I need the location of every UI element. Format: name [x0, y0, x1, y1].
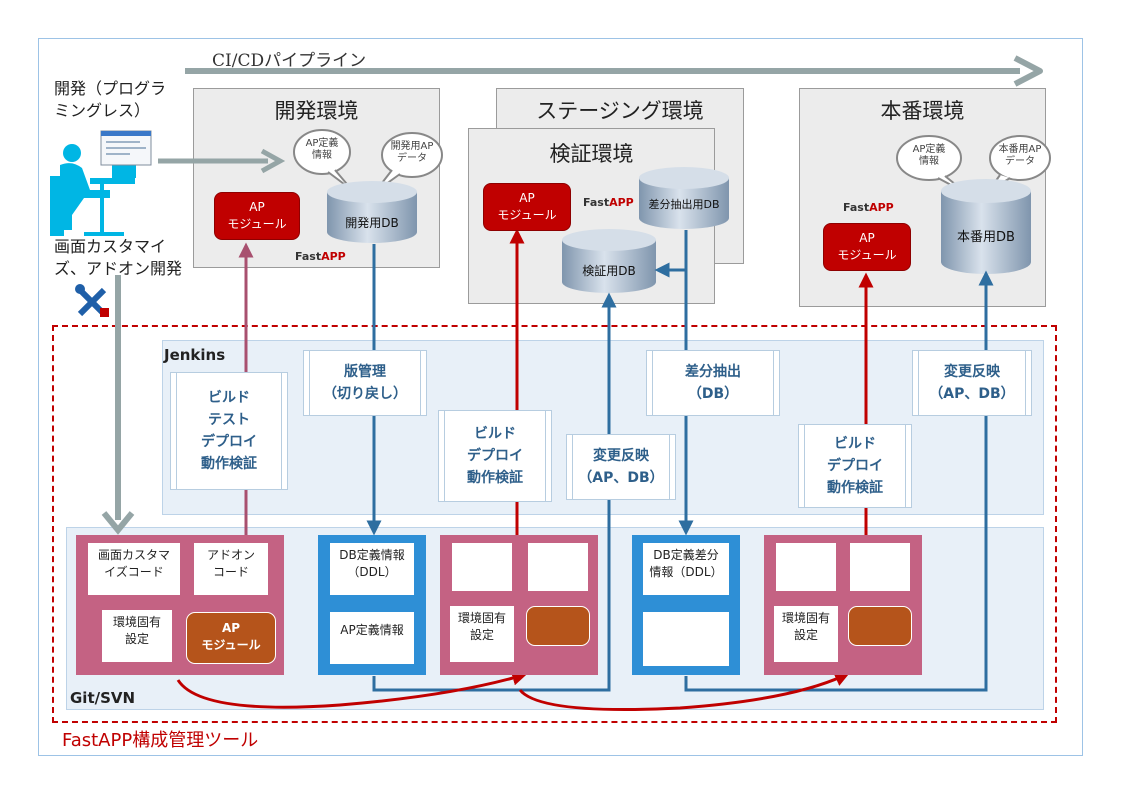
jenkins-step-dev-build: ビルドテストデプロイ動作検証 [170, 372, 288, 490]
developer-top-label: 開発（プログラ ミングレス） [54, 79, 167, 120]
verify-db-label: 検証用DB [582, 264, 636, 278]
env-config-doc-1: 環境固有設定 [102, 610, 172, 662]
dev-db-label: 開発用DB [345, 216, 399, 230]
ap-definition-doc: AP定義情報 [330, 612, 414, 664]
db-definition-doc: DB定義情報（DDL） [330, 543, 414, 595]
dev-bubble-ap-def-text: AP定義情報 [305, 138, 339, 161]
promote-to-prod-curve [518, 672, 850, 712]
verify-environment-title: 検証環境 [549, 142, 634, 166]
git-label: Git/SVN [70, 689, 136, 707]
db-diff-doc: DB定義差分情報（DDL） [643, 543, 729, 595]
fastapp-tool-label: FastAPP構成管理ツール [62, 730, 259, 751]
prod-doc-2 [850, 543, 910, 591]
screen-customize-code-doc: 画面カスタマイズコード [88, 543, 180, 595]
screen-mockup-icon [100, 130, 152, 166]
jenkins-step-diff-extract: 差分抽出（DB） [646, 350, 780, 416]
dev-fastapp-logo: FastAPP [295, 250, 346, 263]
dev-bubble-ap-data [374, 132, 443, 193]
jenkins-step-verify-build: ビルドデプロイ動作検証 [438, 410, 552, 502]
staging-environment-title: ステージング環境 [536, 99, 704, 123]
verify-doc-2 [528, 543, 588, 591]
commit-to-git-arrow [101, 275, 135, 535]
dev-db-cylinder [327, 181, 417, 243]
promote-to-verify-curve [176, 670, 528, 709]
pipeline-label: CI/CDパイプライン [212, 51, 367, 71]
prod-fastapp-logo: FastAPP [843, 201, 894, 214]
env-config-doc-2: 環境固有設定 [450, 606, 514, 662]
verify-doc-1 [452, 543, 512, 591]
prod-environment-title: 本番環境 [880, 99, 965, 123]
tools-icon [75, 284, 109, 317]
prod-ap-module-doc [848, 606, 912, 646]
pipeline-arrow [185, 55, 1043, 87]
verify-db-cylinder [562, 229, 656, 293]
prod-db-label: 本番用DB [957, 230, 1015, 245]
db-diff-doc-2 [643, 612, 729, 666]
dev-environment-title: 開発環境 [274, 99, 359, 123]
verify-ap-module-doc [526, 606, 590, 646]
fastapp-zone [52, 325, 1057, 723]
diagram-frame [38, 38, 1083, 756]
prod-db-cylinder [941, 179, 1031, 274]
jenkins-step-reflect-verify: 変更反映（AP、DB） [566, 434, 676, 500]
addon-code-doc: アドオンコード [194, 543, 268, 595]
verify-fastapp-logo: FastAPP [583, 196, 634, 209]
jenkins-step-version-mgmt: 版管理（切り戻し） [303, 350, 427, 416]
prod-bubble-ap-def-text: AP定義情報 [912, 144, 946, 167]
diff-db-cylinder [639, 167, 729, 229]
reflect-to-prod-line [684, 270, 994, 692]
deploy-to-dev-arrow [158, 148, 286, 174]
jenkins-step-reflect-prod: 変更反映（AP、DB） [912, 350, 1032, 416]
env-config-doc-3: 環境固有設定 [774, 606, 838, 662]
prod-doc-1 [776, 543, 836, 591]
jenkins-label: Jenkins [164, 346, 226, 364]
jenkins-step-prod-build: ビルドデプロイ動作検証 [798, 424, 912, 508]
diff-db-label: 差分抽出用DB [648, 198, 720, 211]
developer-bottom-label: 画面カスタマイ ズ、アドオン開発 [54, 237, 183, 278]
